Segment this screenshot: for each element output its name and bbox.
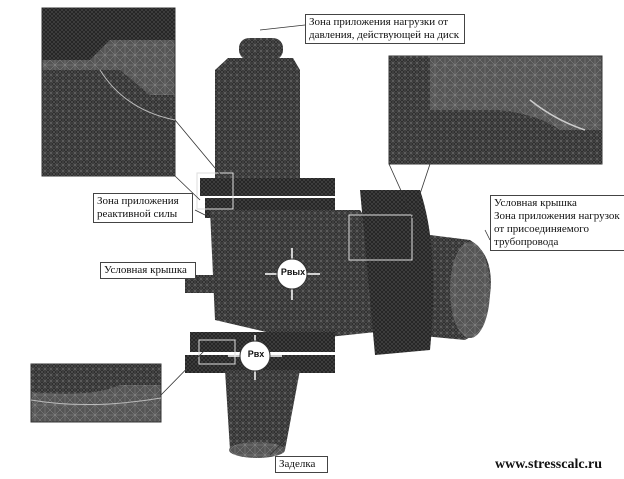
zone-box-reactive [196, 172, 234, 210]
fixed-support-label: Заделка [275, 456, 328, 473]
reactive-force-zone-label: Зона приложения реактивной силы [93, 193, 193, 223]
inlet-pressure-marker [228, 335, 282, 380]
site-url[interactable]: www.stresscalc.ru [495, 457, 603, 472]
cap-right-label: Условная крышка Зона приложения нагрузок… [490, 195, 624, 251]
cap-left-label: Условная крышка [100, 262, 196, 279]
zone-box-inlet [198, 339, 236, 365]
pressure-disk-zone-label: Зона приложения нагрузки от давления, де… [305, 14, 465, 44]
detail-inset-top-left [41, 7, 176, 177]
leader-lines [160, 24, 491, 456]
zone-box-flange [348, 214, 413, 261]
outlet-pressure-label: Pвых [280, 267, 306, 277]
detail-inset-top-right [388, 55, 603, 165]
detail-inset-bottom-left [30, 363, 162, 423]
outlet-pressure-marker [265, 248, 320, 300]
inlet-pressure-label: Pвх [247, 349, 265, 359]
